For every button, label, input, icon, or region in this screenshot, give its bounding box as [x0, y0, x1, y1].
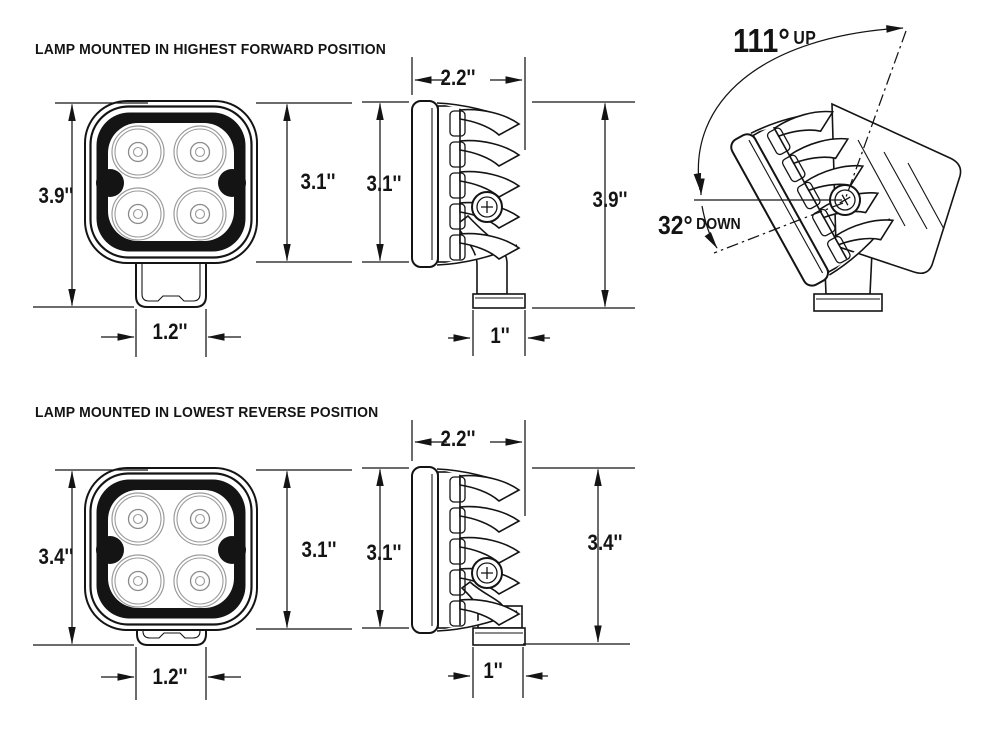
side-dims-lowest	[362, 420, 635, 698]
pivot-bolt	[471, 191, 503, 223]
dim-front1-body: 3.1''	[300, 169, 336, 194]
section-title-lowest: LAMP MOUNTED IN LOWEST REVERSE POSITION	[35, 404, 379, 421]
body-block	[437, 105, 461, 263]
up-sweep-arc	[693, 25, 904, 191]
dim-side2-overall: 3.4''	[587, 530, 623, 555]
dim-front2-body: 3.1''	[301, 537, 337, 562]
up-angle-value: 111°	[733, 22, 790, 59]
heat-sink-fins	[459, 108, 521, 260]
side-view-lowest	[362, 420, 635, 698]
dim-side2-body: 3.1''	[366, 540, 402, 565]
up-angle-word: UP	[793, 28, 817, 48]
dim-side1-body: 3.1''	[366, 171, 402, 196]
dim-side2-depth: 2.2''	[440, 426, 476, 451]
led-reflectors	[111, 125, 227, 241]
dim-side2-foot: 1''	[483, 658, 503, 683]
side-lamp-low	[411, 466, 520, 634]
front-bracket-low	[136, 629, 207, 646]
front-lamp-drawing	[84, 100, 258, 264]
face-notch-left	[96, 169, 124, 197]
dim-front1-bracket: 1.2''	[152, 319, 188, 344]
dim-side1-overall: 3.9''	[592, 187, 628, 212]
dim-side1-foot: 1''	[490, 323, 510, 348]
body-slots	[449, 110, 466, 261]
front-dims-lowest	[33, 469, 352, 700]
tilt-annotations	[693, 25, 907, 254]
dim-side1-depth: 2.2''	[440, 65, 476, 90]
front-lamp-low	[83, 466, 259, 632]
side-view-highest	[362, 57, 635, 356]
up-axis-centerline	[845, 30, 907, 198]
down-sweep-arc	[701, 205, 718, 249]
front-bracket	[135, 261, 207, 308]
front-dims-highest	[33, 102, 352, 357]
front-view-lowest	[33, 466, 352, 700]
side-lamp-drawing	[411, 100, 521, 268]
dim-front2-overall: 3.4''	[38, 544, 74, 569]
dim-front1-overall: 3.9''	[38, 183, 74, 208]
tilt-view	[693, 25, 962, 312]
tilt-down-label: 32°DOWN	[658, 210, 741, 241]
lens-plate	[411, 100, 439, 268]
dim-front2-bracket: 1.2''	[152, 664, 188, 689]
down-axis-centerline	[713, 202, 844, 254]
tilt-up-label: 111°UP	[733, 22, 816, 60]
down-angle-value: 32°	[658, 210, 693, 240]
face-notch-right	[218, 169, 246, 197]
section-title-highest: LAMP MOUNTED IN HIGHEST FORWARD POSITION	[35, 41, 387, 58]
down-angle-word: DOWN	[696, 216, 741, 233]
side-dims-highest	[362, 57, 635, 356]
front-view-highest	[33, 100, 352, 357]
